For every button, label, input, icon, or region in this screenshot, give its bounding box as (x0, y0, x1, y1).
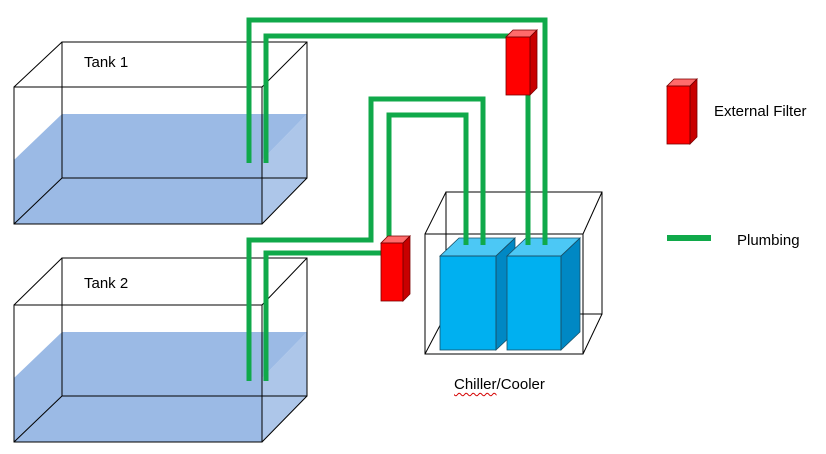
chiller-label-sep: / (496, 376, 501, 393)
chiller-unit-1-top (440, 238, 515, 256)
external-filter-top (505, 29, 538, 96)
tank-1-water-front (14, 160, 262, 224)
chiller-unit-2-front (507, 256, 561, 350)
filter-block-icon (666, 78, 698, 145)
legend-plumbing-label: Plumbing (737, 232, 800, 249)
chiller-unit-2 (505, 237, 582, 351)
pipe-tank2-inner (263, 112, 469, 381)
tank-2-water-front (14, 378, 262, 442)
tank-1-water-top (14, 114, 307, 160)
external-filter-middle (380, 235, 411, 302)
pipe-tank2-outer (246, 96, 486, 381)
tank-2-water-top (14, 332, 307, 378)
plumbing-lines (246, 17, 548, 381)
tank-2 (13, 257, 308, 443)
chiller-unit-1-front (440, 256, 496, 350)
chiller-label-main: Chiller (454, 376, 497, 393)
tank-1 (13, 41, 308, 225)
tank-2-water-side (262, 332, 307, 442)
chiller-label: Chiller/Cooler (454, 376, 545, 393)
tank-1-label: Tank 1 (84, 54, 129, 71)
legend-filter-label: External Filter (714, 103, 807, 120)
tank-1-outline (13, 41, 308, 225)
pipe-tank1-outer (246, 17, 548, 245)
tank-1-water-side (262, 114, 307, 224)
chiller-unit-2-side (561, 238, 580, 350)
tank-2-outline (13, 257, 308, 443)
chiller-unit-1 (438, 237, 517, 351)
pipe-tank1-inner (263, 33, 531, 245)
chiller-label-rest: Cooler (500, 376, 545, 393)
chiller-unit-2-top (507, 238, 580, 256)
tank-2-label: Tank 2 (84, 275, 129, 292)
